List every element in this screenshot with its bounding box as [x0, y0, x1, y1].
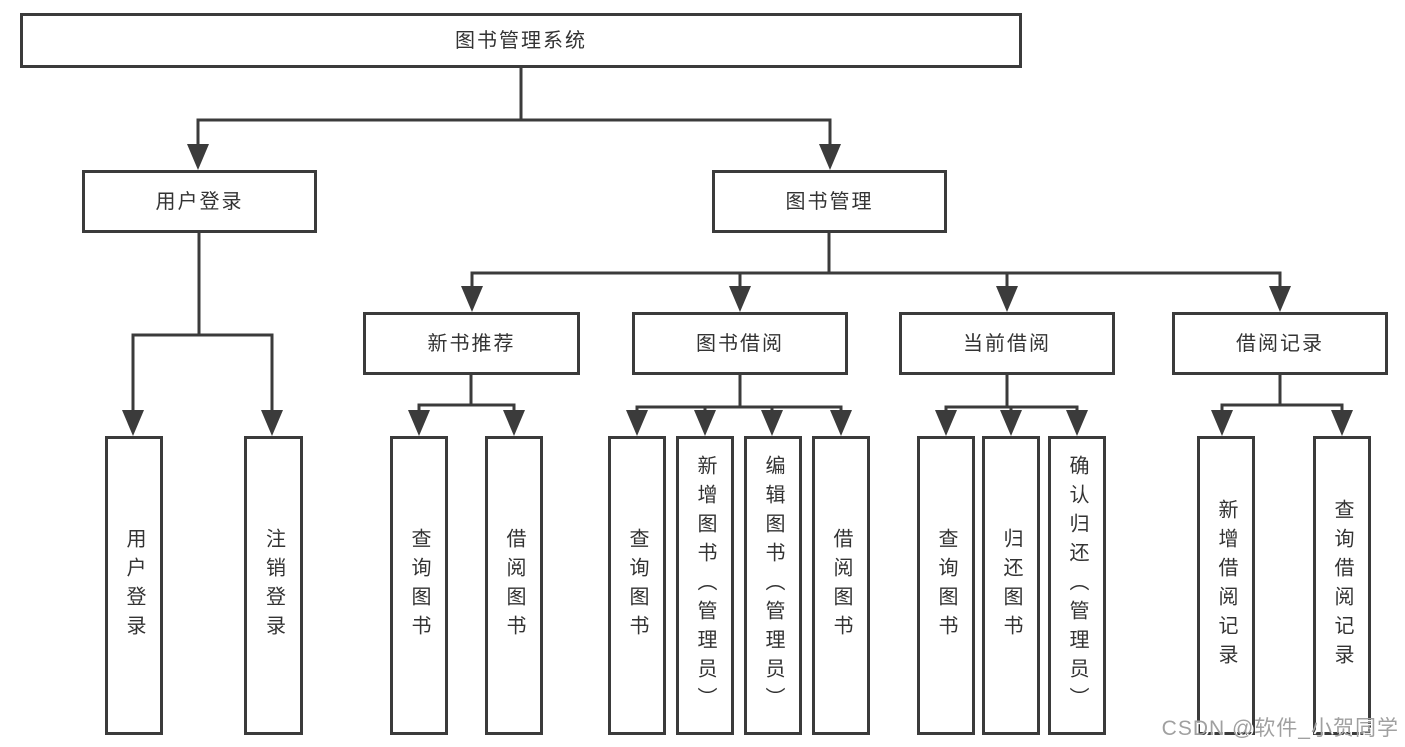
connector-new-book: [417, 373, 516, 416]
leaf-node-query-book-3: 查询图书: [917, 436, 975, 735]
csdn-watermark: CSDN @软件_小贺同学: [1161, 717, 1399, 740]
leaf-node-return-book: 归还图书: [982, 436, 1040, 735]
arrowheads: [122, 144, 1353, 436]
leaf-node-edit-book-admin: 编辑图书（管理员）: [744, 436, 802, 735]
connector-current-borrow: [944, 373, 1079, 416]
leaf-node-confirm-return-admin: 确认归还（管理员）: [1048, 436, 1106, 735]
connector-book-management: [470, 231, 1282, 294]
module-node-new-book-recommend: 新书推荐: [363, 312, 580, 375]
leaf-node-add-book-admin: 新增图书（管理员）: [676, 436, 734, 735]
leaf-node-add-borrow-record: 新增借阅记录: [1197, 436, 1255, 735]
branch-node-book-management: 图书管理: [712, 170, 947, 233]
branch-node-user-login: 用户登录: [82, 170, 317, 233]
leaf-node-user-login: 用户登录: [105, 436, 163, 735]
module-node-borrow-records: 借阅记录: [1172, 312, 1388, 375]
leaf-node-borrow-book-1: 借阅图书: [485, 436, 543, 735]
module-node-book-borrow: 图书借阅: [632, 312, 848, 375]
root-node-system-title: 图书管理系统: [20, 13, 1022, 68]
leaf-node-borrow-book-2: 借阅图书: [812, 436, 870, 735]
leaf-node-query-borrow-record: 查询借阅记录: [1313, 436, 1371, 735]
connector-user-login: [131, 231, 274, 416]
module-node-current-borrow: 当前借阅: [899, 312, 1115, 375]
connector-borrow-records: [1220, 373, 1344, 416]
leaf-node-query-book-1: 查询图书: [390, 436, 448, 735]
leaf-node-query-book-2: 查询图书: [608, 436, 666, 735]
connector-book-borrow: [635, 373, 843, 416]
connector-root: [196, 66, 832, 150]
leaf-node-logout: 注销登录: [244, 436, 303, 735]
